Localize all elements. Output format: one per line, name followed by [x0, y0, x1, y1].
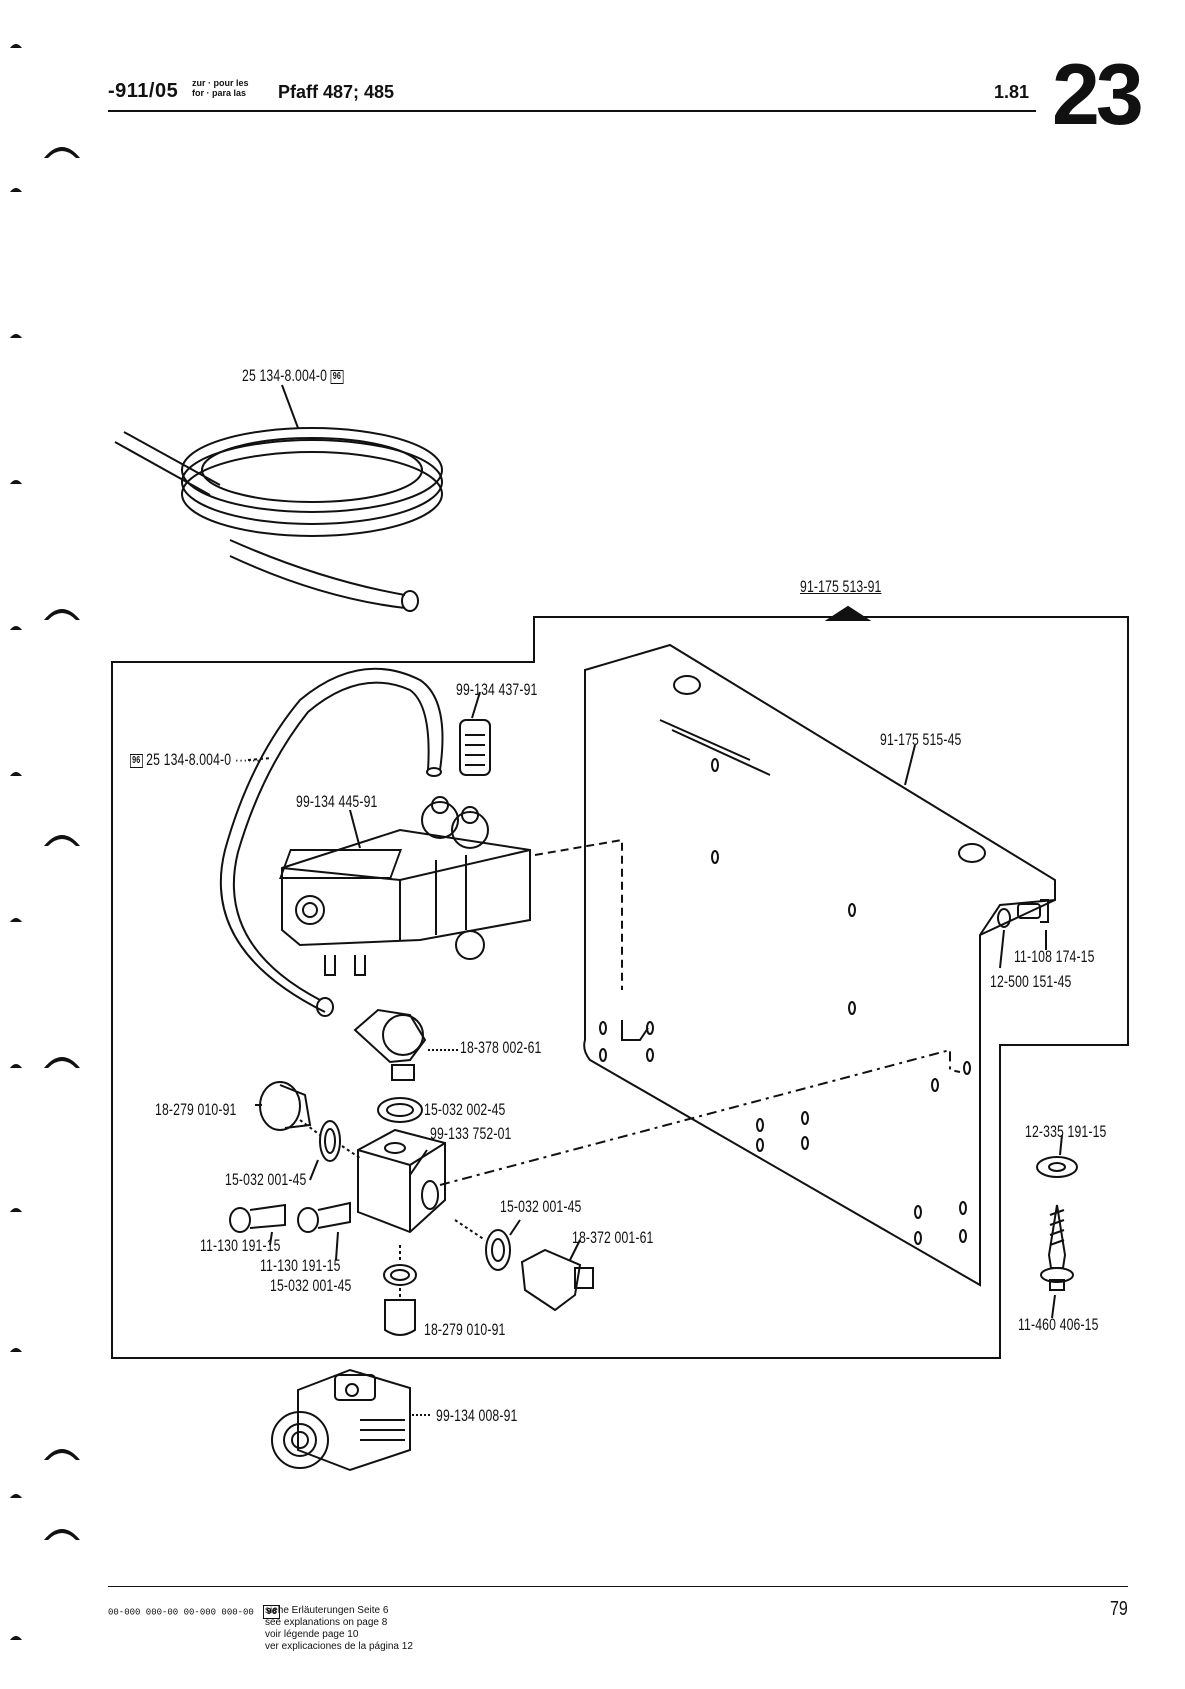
silencer-drawing — [459, 691, 491, 776]
footer-codes: 00-000 000-00 00-000 000-00 96 — [108, 1605, 281, 1619]
assembly-pointer — [824, 605, 872, 621]
plug-left-drawing — [255, 1081, 361, 1181]
footer-notes: siehe Erläuterungen Seite 6 see explanat… — [265, 1605, 413, 1653]
part-label-hose-inner: 96 25 134-8.004-0 ······ — [130, 750, 260, 770]
model-number: -911/05 — [108, 80, 179, 102]
part-number: 25 134-8.004-0 — [242, 366, 328, 385]
part-label-bracket: 91-175 515-45 — [880, 730, 962, 749]
assembly-frame — [111, 616, 1129, 1359]
part-label-washer-bracket: 12-500 151-45 — [990, 972, 1072, 991]
footer-rule — [108, 1586, 1128, 1587]
badge-96: 96 — [130, 753, 143, 768]
part-label-angle-fitting: 18-378 002-61 — [460, 1038, 542, 1057]
footer-code-2: 00-000 000-00 — [183, 1607, 254, 1618]
angle-fitting-drawing — [353, 1008, 458, 1081]
part-label-screw-2: 11-130 191-15 — [260, 1256, 341, 1275]
hose-loop — [219, 667, 444, 1017]
note-es: ver explicaciones de la página 12 — [265, 1641, 413, 1652]
connector-drawing — [454, 1219, 594, 1312]
preposition-line-1: zur · pour les — [192, 78, 249, 88]
part-label-washer-right: 12-335 191-15 — [1025, 1122, 1107, 1141]
part-label-plug-bottom: 18-279 010-91 — [424, 1320, 506, 1339]
badge-96: 96 — [263, 1605, 281, 1619]
bracket-plate-drawing — [439, 643, 1056, 1287]
part-label-screw-bracket: 11-108 174-15 — [1014, 947, 1095, 966]
page-number: 79 — [1110, 1598, 1128, 1620]
screws-drawing — [229, 1201, 351, 1261]
note-en: see explanations on page 8 — [265, 1617, 388, 1628]
part-label-connector: 18-372 001-61 — [572, 1228, 654, 1247]
edition-date: 1.81 — [994, 82, 1030, 102]
part-label-block: 99-133 752-01 — [430, 1124, 512, 1143]
note-de: siehe Erläuterungen Seite 6 — [265, 1605, 389, 1616]
part-label-wood-screw: 11-460 406-15 — [1018, 1315, 1099, 1334]
wood-screw-drawing — [1036, 1134, 1078, 1319]
plug-socket-drawing — [271, 1368, 432, 1472]
part-label-plug-socket: 99-134 008-91 — [436, 1406, 518, 1425]
header-rule — [108, 110, 1036, 112]
preposition-labels: zur · pour les for · para las — [192, 78, 249, 98]
part-label-valve: 99-134 445-91 — [296, 792, 378, 811]
part-label-silencer: 99-134 437-91 — [456, 680, 538, 699]
plug-bottom-drawing — [383, 1245, 417, 1336]
seal-top-drawing — [377, 1097, 423, 1123]
badge-96: 96 — [330, 369, 344, 384]
part-label-seal-right: 15-032 001-45 — [500, 1197, 582, 1216]
machine-name: Pfaff 487; 485 — [278, 82, 395, 102]
footer-code-1: 00-000 000-00 — [108, 1607, 179, 1618]
part-label-plug-left: 18-279 010-91 — [155, 1100, 237, 1119]
part-label-screw-1: 11-130 191-15 — [200, 1236, 281, 1255]
block-drawing — [357, 1128, 446, 1234]
bracket-screw-drawing — [997, 899, 1049, 969]
part-label-hose-top: 25 134-8.004-0 96 — [242, 366, 344, 386]
part-label-seal-left: 15-032 001-45 — [225, 1170, 307, 1189]
part-label-bracket-assembly: 91-175 513-91 — [800, 577, 882, 596]
hose-coil — [114, 384, 443, 612]
valve-drawing — [279, 796, 623, 990]
preposition-line-2: for · para las — [192, 88, 247, 98]
plate-number: 23 — [1052, 47, 1144, 143]
note-fr: voir légende page 10 — [265, 1629, 359, 1640]
part-number: 25 134-8.004-0 — [146, 750, 232, 769]
part-label-seal-top: 15-032 002-45 — [424, 1100, 506, 1119]
leader-dots: ······ — [234, 750, 261, 769]
binder-marks-svg — [10, 44, 80, 1640]
part-label-seal-bottom: 15-032 001-45 — [270, 1276, 352, 1295]
